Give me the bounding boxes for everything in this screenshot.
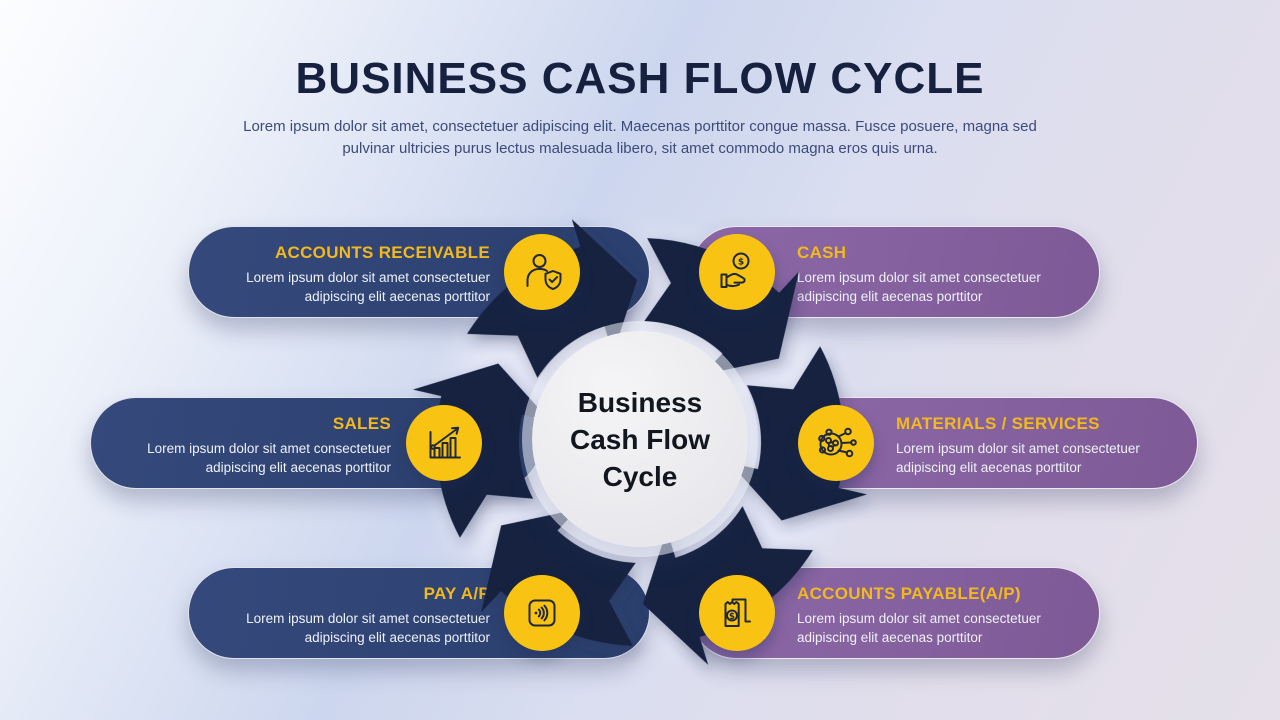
cycle-center: Business Cash Flow Cycle: [532, 331, 748, 547]
invoice-dollar-icon: $: [699, 575, 775, 651]
user-shield-check-icon: [504, 234, 580, 310]
card-title: ACCOUNTS PAYABLE(A/P): [797, 584, 1021, 603]
card-text-accounts-receivable: ACCOUNTS RECEIVABLE Lorem ipsum dolor si…: [200, 243, 490, 306]
card-body: Lorem ipsum dolor sit amet consectetuer …: [246, 270, 490, 304]
card-text-pay-ap: PAY A/P Lorem ipsum dolor sit amet conse…: [210, 584, 490, 647]
gear-molecule-icon: [798, 405, 874, 481]
cycle-center-label: Business Cash Flow Cycle: [569, 386, 710, 492]
growth-chart-icon: [406, 405, 482, 481]
hand-coin-icon: $: [699, 234, 775, 310]
svg-text:$: $: [729, 612, 735, 622]
card-title: CASH: [797, 243, 847, 262]
card-body: Lorem ipsum dolor sit amet consectetuer …: [797, 270, 1041, 304]
card-body: Lorem ipsum dolor sit amet consectetuer …: [147, 441, 391, 475]
contactless-payment-icon: [504, 575, 580, 651]
card-title: SALES: [332, 414, 391, 433]
card-body: Lorem ipsum dolor sit amet consectetuer …: [797, 611, 1041, 645]
card-body: Lorem ipsum dolor sit amet consectetuer …: [896, 441, 1140, 475]
card-text-sales: SALES Lorem ipsum dolor sit amet consect…: [110, 414, 391, 477]
page-subtitle: Lorem ipsum dolor sit amet, consectetuer…: [243, 118, 1037, 157]
card-text-accounts-payable: ACCOUNTS PAYABLE(A/P) Lorem ipsum dolor …: [797, 584, 1097, 647]
card-title: ACCOUNTS RECEIVABLE: [274, 243, 490, 262]
svg-text:$: $: [738, 258, 744, 268]
card-body: Lorem ipsum dolor sit amet consectetuer …: [246, 611, 490, 645]
card-title: MATERIALS / SERVICES: [896, 414, 1100, 433]
card-title: PAY A/P: [423, 584, 490, 603]
page-title: BUSINESS CASH FLOW CYCLE: [295, 54, 985, 103]
card-text-cash: CASH Lorem ipsum dolor sit amet consecte…: [797, 243, 1092, 306]
card-text-materials-services: MATERIALS / SERVICES Lorem ipsum dolor s…: [896, 414, 1188, 477]
